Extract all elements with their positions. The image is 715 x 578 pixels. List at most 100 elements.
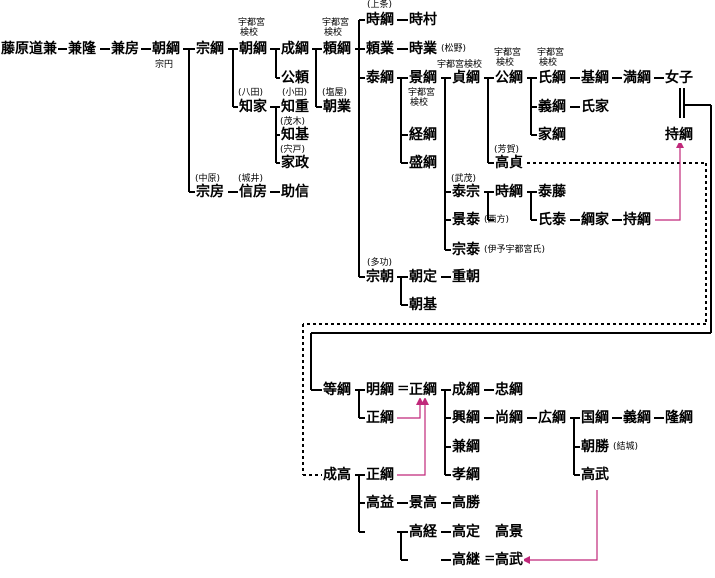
note-utsunomiya-kengyo: 宇都宮 bbox=[322, 18, 350, 28]
person-yoritsuna: 頼綱 bbox=[322, 41, 352, 57]
person-tomomoto-2: 朝基 bbox=[408, 297, 438, 313]
note-utsunomiya-kengyo: 検校 bbox=[324, 28, 343, 38]
person-takasada: 高貞 bbox=[494, 155, 524, 171]
person-tokimura: 時村 bbox=[408, 12, 438, 28]
person-tadatsuna: 忠綱 bbox=[494, 382, 524, 398]
person-tomomoto: 知基 bbox=[280, 127, 310, 143]
note-iyo-utsunomiya: (伊予宇都宮氏) bbox=[484, 245, 546, 255]
person-tokinari: 時業 bbox=[408, 41, 438, 57]
person-nobufusa: 信房 bbox=[238, 184, 268, 200]
person-takatsuna: 隆綱 bbox=[664, 410, 694, 426]
person-okitsuna: 興綱 bbox=[451, 410, 481, 426]
person-hisatsuna: 尚綱 bbox=[494, 410, 524, 426]
person-yasufuji: 泰藤 bbox=[537, 184, 567, 200]
person-tokitsuna-2: 時綱 bbox=[494, 184, 524, 200]
person-kanetsuna: 兼綱 bbox=[451, 439, 481, 455]
person-takatsugu: 高継 bbox=[451, 552, 481, 568]
note-utsunomiya-kengyo: 宇都宮 bbox=[537, 48, 565, 58]
person-takakage: 高景 bbox=[494, 524, 524, 540]
person-tomotsuna-2: 朝綱 bbox=[238, 41, 268, 57]
person-takamasu: 高益 bbox=[365, 495, 395, 511]
person-takasada-2: 高定 bbox=[451, 524, 481, 540]
note-yada: (八田) bbox=[238, 88, 264, 98]
person-yoshitsuna: 義綱 bbox=[537, 99, 567, 115]
person-sadatsuna: 貞綱 bbox=[451, 70, 481, 86]
person-tomotsuna: 朝綱 bbox=[151, 41, 181, 57]
person-tomosada: 朝定 bbox=[408, 269, 438, 285]
person-kanefusa: 兼房 bbox=[110, 41, 140, 57]
person-kagetsuna: 景綱 bbox=[408, 70, 438, 86]
note-kamijo: (上条) bbox=[367, 0, 393, 10]
adoption-equals: ＝ bbox=[484, 552, 498, 567]
person-mototsuna: 基綱 bbox=[580, 70, 610, 86]
person-kintsuna: 公綱 bbox=[494, 70, 524, 86]
note-shishido: (宍戸) bbox=[280, 145, 306, 155]
person-masatsuna-3: 正綱 bbox=[365, 467, 395, 483]
person-tomokatsu: 朝勝 bbox=[580, 439, 610, 455]
person-takatake: 高武 bbox=[580, 467, 610, 483]
person-ujitsuna: 氏綱 bbox=[537, 70, 567, 86]
note-shiroi: (城井) bbox=[238, 174, 264, 184]
person-muneyasu: 宗泰 bbox=[451, 242, 481, 258]
note-nishikata: (西方) bbox=[484, 215, 510, 225]
person-naritsuna: 成綱 bbox=[280, 41, 310, 57]
person-iemasa: 家政 bbox=[280, 155, 310, 171]
person-yorinari: 頼業 bbox=[365, 41, 395, 57]
note-oda: (小田) bbox=[282, 88, 308, 98]
person-takatake-2: 高武 bbox=[494, 552, 524, 568]
person-ujiie: 氏家 bbox=[580, 99, 610, 115]
person-tsunetsuna: 経綱 bbox=[408, 127, 438, 143]
note-nakahara: (中原) bbox=[195, 174, 221, 184]
person-masatsuna-2: 正綱 bbox=[365, 410, 395, 426]
note-tako: (多功) bbox=[367, 258, 393, 268]
person-hirotsuna: 広綱 bbox=[537, 410, 567, 426]
note-soen: 宗円 bbox=[155, 60, 174, 70]
person-yasutsuna: 泰綱 bbox=[365, 70, 395, 86]
person-naritaka: 成高 bbox=[322, 467, 352, 483]
person-ujiyasu: 氏泰 bbox=[537, 212, 567, 228]
person-mitsutsuna: 満綱 bbox=[622, 70, 652, 86]
person-takatsuna-2: 孝綱 bbox=[451, 467, 481, 483]
person-ietsuna: 家綱 bbox=[537, 127, 567, 143]
person-yoshitsuna-2: 義綱 bbox=[622, 410, 652, 426]
note-utsunomiya-kengyo: 宇都宮 bbox=[408, 88, 436, 98]
note-utsunomiya-kengyo: 検校 bbox=[539, 58, 558, 68]
person-akitsuna: 明綱 bbox=[365, 382, 395, 398]
person-kunitsuna: 国綱 bbox=[580, 410, 610, 426]
note-utsunomiya-kengyo: 宇都宮検校 bbox=[437, 60, 483, 70]
note-utsunomiya-kengyo: 宇都宮 bbox=[238, 18, 266, 28]
person-munetomo: 宗朝 bbox=[365, 269, 395, 285]
person-takakatsu: 高勝 bbox=[451, 495, 481, 511]
person-tomoie: 知家 bbox=[238, 99, 268, 115]
person-naritsuna-2: 成綱 bbox=[451, 382, 481, 398]
person-mochitsuna: 持綱 bbox=[664, 127, 694, 143]
note-matsuno: (松野) bbox=[441, 44, 467, 54]
person-yasumune: 泰宗 bbox=[451, 184, 481, 200]
note-shioya: (塩屋) bbox=[322, 88, 348, 98]
note-utsunomiya-kengyo: 宇都宮 bbox=[494, 48, 522, 58]
note-motegi: (茂木) bbox=[280, 117, 306, 127]
person-kinyori: 公頼 bbox=[280, 70, 310, 86]
person-joshi: 女子 bbox=[664, 70, 694, 86]
person-kagetaka: 景高 bbox=[408, 495, 438, 511]
note-utsunomiya-kengyo: 検校 bbox=[496, 58, 515, 68]
note-yuki: (結城) bbox=[613, 442, 639, 452]
person-takatsune: 高経 bbox=[408, 524, 438, 540]
person-tsunaie: 綱家 bbox=[580, 212, 610, 228]
note-utsunomiya-kengyo: 検校 bbox=[240, 28, 259, 38]
person-sukenobu: 助信 bbox=[280, 184, 310, 200]
person-munetsuna: 宗綱 bbox=[195, 41, 225, 57]
person-moritsuna: 盛綱 bbox=[408, 155, 438, 171]
person-tomonari: 朝業 bbox=[322, 99, 352, 115]
person-shigetomo: 重朝 bbox=[451, 269, 481, 285]
person-tokitsuna: 時綱 bbox=[365, 12, 395, 28]
person-fujiwara-michikane: 藤原道兼 bbox=[0, 41, 58, 57]
note-takeshige: (武茂) bbox=[451, 174, 477, 184]
person-munefusa: 宗房 bbox=[195, 184, 225, 200]
note-utsunomiya-kengyo: 検校 bbox=[410, 98, 429, 108]
adoption-equals: ＝ bbox=[397, 382, 411, 397]
person-kanetaka: 兼隆 bbox=[67, 41, 97, 57]
person-kageyasu: 景泰 bbox=[451, 212, 481, 228]
